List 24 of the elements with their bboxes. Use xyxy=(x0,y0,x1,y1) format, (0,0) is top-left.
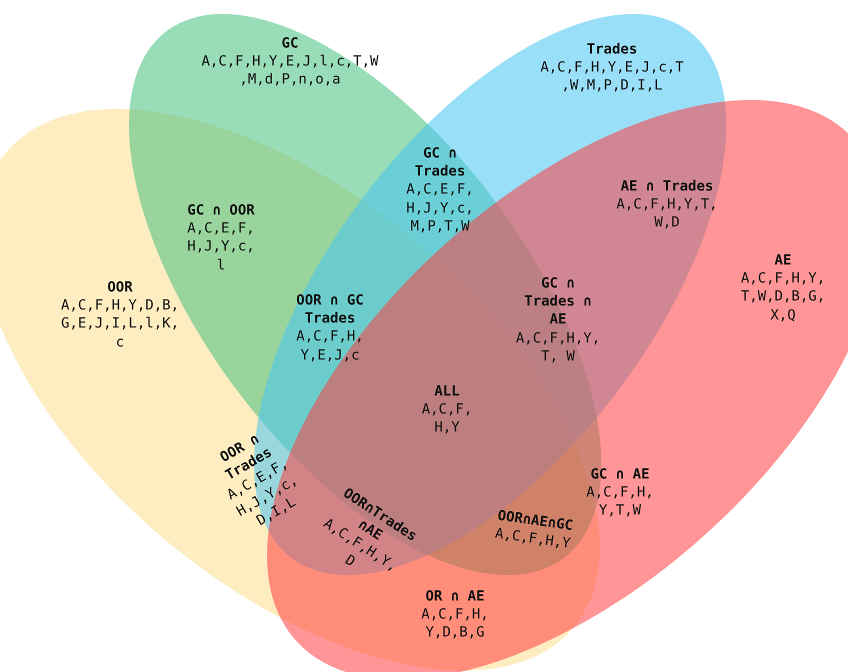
element-list: A,C,F, H,Y xyxy=(419,400,475,438)
element-list: A,C,F,H,Y,E,J,c,T ,W,M,P,D,I,L xyxy=(529,58,695,96)
region-name: GC ∩ AE xyxy=(590,466,650,484)
region-name: OR ∩ AE xyxy=(424,588,486,606)
element-list: A,C,F,H,Y,T, W,D xyxy=(614,196,720,232)
region-name: AE ∩ Trades xyxy=(620,178,714,196)
element-list: A,C,E,F, H,J,Y,c, l xyxy=(184,220,258,274)
region-name: OOR ∩ GC Trades xyxy=(295,292,365,328)
region-name: ALL xyxy=(433,382,461,401)
element-list: A,C,F,H,Y,D,B, G,E,J,I,L,l,K, c xyxy=(54,296,186,352)
element-list: A,C,F,H,Y, T, W xyxy=(513,329,603,366)
region-name: GC ∩ OOR xyxy=(186,202,256,220)
set-name: AE xyxy=(774,252,792,270)
region-name: GC ∩ Trades ∩ AE xyxy=(523,274,593,330)
element-list: A,C,F,H,Y, T,W,D,B,G, X,Q xyxy=(734,270,832,324)
set-name: OOR xyxy=(106,278,134,297)
element-list: A,C,F,H,Y,E,J,l,c,T,W ,M,d,P,n,o,a xyxy=(190,52,390,90)
region-name: GC ∩ Trades xyxy=(414,144,466,181)
element-list: A,C,F,H, Y,T,W xyxy=(584,484,656,520)
element-list: A,C,F,H, Y,E,J,c xyxy=(294,328,366,364)
set-name: GC xyxy=(280,34,300,53)
element-list: A,C,E,F, H,J,Y,c, M,P,T,W xyxy=(404,180,476,236)
element-list: A,C,F,H, Y,D,B,G xyxy=(418,606,492,642)
set-name: Trades xyxy=(586,40,638,59)
